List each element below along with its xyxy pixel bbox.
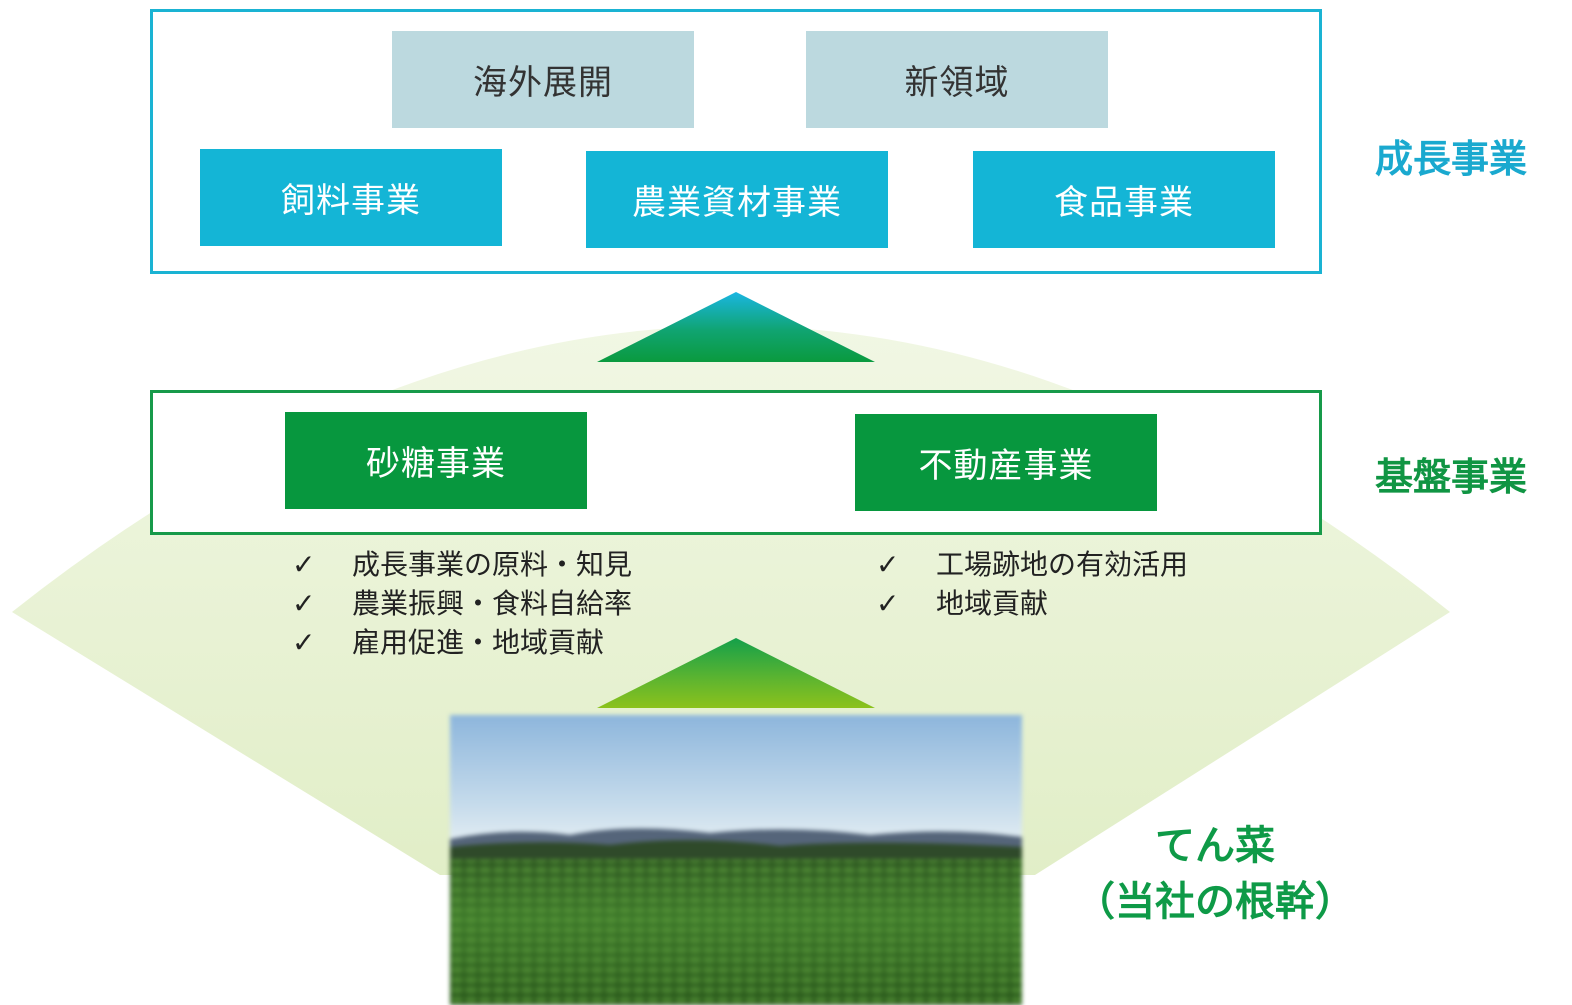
- foundation-subtitle: （当社の根幹）: [1075, 879, 1355, 925]
- triangle-up-icon: [597, 292, 875, 362]
- feed-business-box: 飼料事業: [200, 149, 502, 246]
- base-business-label: 基盤事業: [1375, 455, 1528, 499]
- benefit-text: 工場跡地の有効活用: [936, 548, 1189, 581]
- check-icon: ✓: [876, 587, 900, 620]
- real-estate-business-box: 不動産事業: [855, 414, 1157, 511]
- list-item: ✓ 雇用促進・地域貢献: [292, 623, 632, 662]
- sugar-business-box: 砂糖事業: [285, 412, 587, 509]
- list-item: ✓ 農業振興・食料自給率: [292, 584, 632, 623]
- real-estate-benefits-list: ✓ 工場跡地の有効活用 ✓ 地域貢献: [876, 545, 1188, 623]
- triangle-up-icon: [597, 638, 875, 708]
- sugar-beet-foundation-label: てん菜 （当社の根幹）: [1060, 818, 1370, 930]
- food-business-box: 食品事業: [973, 151, 1275, 248]
- benefit-text: 地域貢献: [936, 587, 1049, 620]
- new-domain-box: 新領域: [806, 31, 1108, 128]
- list-item: ✓ 地域貢献: [876, 584, 1188, 623]
- benefit-text: 農業振興・食料自給率: [352, 587, 633, 620]
- list-item: ✓ 工場跡地の有効活用: [876, 545, 1188, 584]
- benefit-text: 成長事業の原料・知見: [352, 548, 633, 581]
- check-icon: ✓: [292, 548, 316, 581]
- list-item: ✓ 成長事業の原料・知見: [292, 545, 632, 584]
- sugar-benefits-list: ✓ 成長事業の原料・知見 ✓ 農業振興・食料自給率 ✓ 雇用促進・地域貢献: [292, 545, 632, 662]
- check-icon: ✓: [876, 548, 900, 581]
- sugar-beet-field-photo: [450, 715, 1022, 1005]
- check-icon: ✓: [292, 587, 316, 620]
- benefit-text: 雇用促進・地域貢献: [352, 626, 605, 659]
- agri-materials-business-box: 農業資材事業: [586, 151, 888, 248]
- overseas-expansion-box: 海外展開: [392, 31, 694, 128]
- check-icon: ✓: [292, 626, 316, 659]
- foundation-title: てん菜: [1155, 823, 1275, 869]
- growth-business-label: 成長事業: [1375, 137, 1528, 181]
